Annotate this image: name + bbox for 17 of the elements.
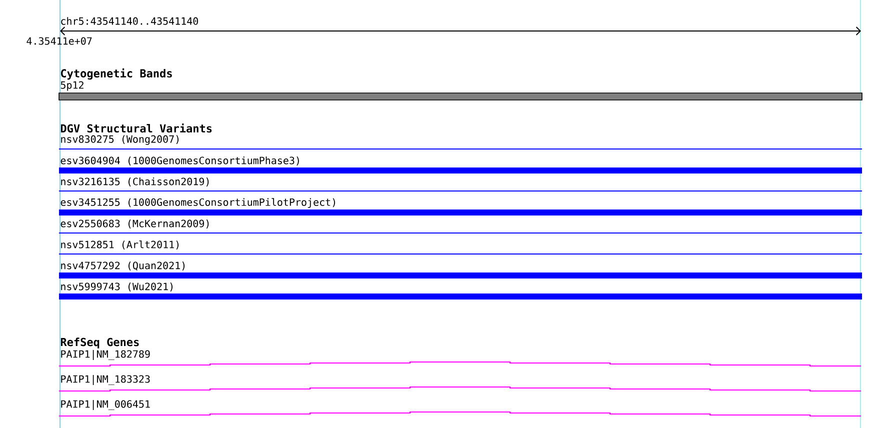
scale-label: chr5:43541140..43541140 — [61, 17, 198, 25]
feature-label: nsv512851 (Arlt2011) — [61, 240, 179, 250]
feature-label: PAIP1|NM_183323 — [61, 375, 150, 385]
feature-label: nsv4757292 (Quan2021) — [61, 262, 185, 270]
feature-label: PAIP1|NM_006451 — [61, 400, 150, 410]
track-title: RefSeq Genes — [60, 338, 139, 348]
feature-label: 5p12 — [60, 81, 84, 91]
axis-tick-label: 4.35411e+07 — [26, 37, 92, 45]
feature-label: PAIP1|NM_182789 — [61, 350, 150, 360]
feature-label: nsv830275 (Wong2007) — [61, 135, 179, 145]
feature-label: nsv5999743 (Wu2021) — [61, 282, 172, 292]
feature-label: esv3451255 (1000GenomesConsortiumPilotProject) — [60, 198, 336, 208]
track-title: Cytogenetic Bands — [61, 68, 172, 80]
feature-label: esv3604904 (1000GenomesConsortiumPhase3) — [60, 156, 299, 166]
track-title: DGV Structural Variants — [60, 123, 212, 133]
feature-label: esv2550683 (McKernan2009) — [60, 220, 209, 228]
feature-label: nsv3216135 (Chaisson2019) — [61, 178, 209, 186]
